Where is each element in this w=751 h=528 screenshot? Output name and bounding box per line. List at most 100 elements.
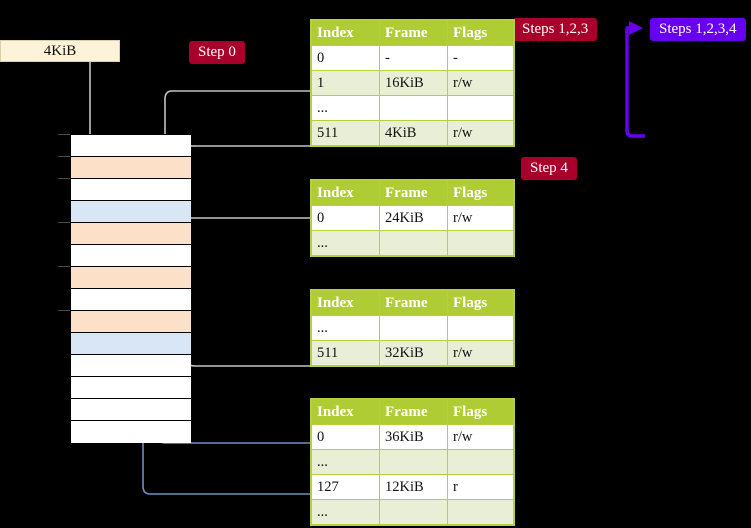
cell-frame: 36KiB bbox=[379, 424, 448, 450]
table-header-row: Index Frame Flags bbox=[311, 180, 514, 206]
col-header-index: Index bbox=[311, 180, 380, 206]
col-header-frame: Frame bbox=[379, 290, 448, 316]
memory-frame-row bbox=[71, 245, 191, 267]
memory-tick bbox=[58, 134, 70, 135]
memory-frame-row bbox=[71, 157, 191, 179]
table-header-row: Index Frame Flags bbox=[311, 399, 514, 425]
cell-flags bbox=[447, 449, 514, 475]
cell-index: ... bbox=[311, 499, 380, 525]
cell-flags bbox=[447, 95, 514, 121]
arrow-steps-1234 bbox=[625, 21, 645, 138]
table-row: ... bbox=[311, 499, 514, 525]
cell-index: 127 bbox=[311, 474, 380, 500]
cell-flags: r/w bbox=[447, 70, 514, 96]
memory-frame-row bbox=[71, 223, 191, 245]
cell-frame: - bbox=[379, 45, 448, 71]
cell-frame bbox=[379, 95, 448, 121]
col-header-flags: Flags bbox=[447, 180, 514, 206]
memory-frame-row bbox=[71, 399, 191, 421]
memory-frame-row bbox=[71, 377, 191, 399]
frame-size-label: 4KiB bbox=[0, 40, 120, 62]
memory-frame-row bbox=[71, 421, 191, 443]
col-header-flags: Flags bbox=[447, 399, 514, 425]
cell-index: 0 bbox=[311, 45, 380, 71]
cell-index: ... bbox=[311, 449, 380, 475]
memory-tick bbox=[58, 310, 70, 311]
memory-frame-row bbox=[71, 311, 191, 333]
cell-index: ... bbox=[311, 315, 380, 341]
physical-memory-column bbox=[70, 134, 191, 443]
cell-index: 0 bbox=[311, 424, 380, 450]
cell-frame bbox=[379, 230, 448, 256]
table-row: 0-- bbox=[311, 45, 514, 71]
col-header-index: Index bbox=[311, 399, 380, 425]
cell-index: 511 bbox=[311, 120, 380, 146]
memory-frame-row bbox=[71, 355, 191, 377]
wire-memory-to-table2 bbox=[175, 326, 311, 367]
badge-step-0-text: Step 0 bbox=[198, 44, 236, 60]
cell-frame bbox=[379, 499, 448, 525]
cell-flags: r/w bbox=[447, 120, 514, 146]
col-header-flags: Flags bbox=[447, 20, 514, 46]
cell-frame: 24KiB bbox=[379, 205, 448, 231]
badge-step-0: Step 0 bbox=[189, 41, 245, 64]
badge-steps-1234: Steps 1,2,3,4 bbox=[650, 18, 746, 41]
cell-frame bbox=[379, 315, 448, 341]
cell-index: 511 bbox=[311, 340, 380, 366]
cell-flags bbox=[447, 230, 514, 256]
cell-flags: r bbox=[447, 474, 514, 500]
memory-tick bbox=[58, 266, 70, 267]
frame-size-label-text: 4KiB bbox=[43, 43, 77, 59]
cell-frame: 32KiB bbox=[379, 340, 448, 366]
table-row: ... bbox=[311, 315, 514, 341]
badge-steps-123-text: Steps 1,2,3 bbox=[522, 21, 589, 37]
cell-flags: r/w bbox=[447, 205, 514, 231]
table-row: ... bbox=[311, 449, 514, 475]
cell-index: ... bbox=[311, 230, 380, 256]
cell-index: 1 bbox=[311, 70, 380, 96]
cell-flags: r/w bbox=[447, 424, 514, 450]
table-row: ... bbox=[311, 230, 514, 256]
cell-index: ... bbox=[311, 95, 380, 121]
memory-frame-row bbox=[71, 289, 191, 311]
cell-frame: 16KiB bbox=[379, 70, 448, 96]
cell-index: 0 bbox=[311, 205, 380, 231]
badge-step-4-text: Step 4 bbox=[530, 160, 568, 176]
table-header-row: Index Frame Flags bbox=[311, 290, 514, 316]
col-header-frame: Frame bbox=[379, 180, 448, 206]
badge-steps-123: Steps 1,2,3 bbox=[513, 18, 598, 41]
memory-tick bbox=[58, 222, 70, 223]
memory-frame-row bbox=[71, 179, 191, 201]
memory-frame-row bbox=[71, 333, 191, 355]
memory-tick bbox=[58, 178, 70, 179]
memory-frame-row bbox=[71, 135, 191, 157]
cell-flags bbox=[447, 499, 514, 525]
badge-steps-1234-text: Steps 1,2,3,4 bbox=[659, 21, 737, 37]
memory-frame-row bbox=[71, 267, 191, 289]
cell-flags: r/w bbox=[447, 340, 514, 366]
wire-memory-to-table1 bbox=[174, 217, 311, 263]
col-header-index: Index bbox=[311, 290, 380, 316]
col-header-flags: Flags bbox=[447, 290, 514, 316]
col-header-frame: Frame bbox=[379, 399, 448, 425]
cell-frame: 12KiB bbox=[379, 474, 448, 500]
cell-frame bbox=[379, 449, 448, 475]
cell-flags bbox=[447, 315, 514, 341]
cell-frame: 4KiB bbox=[379, 120, 448, 146]
memory-frame-row bbox=[71, 201, 191, 223]
col-header-index: Index bbox=[311, 20, 380, 46]
col-header-frame: Frame bbox=[379, 20, 448, 46]
